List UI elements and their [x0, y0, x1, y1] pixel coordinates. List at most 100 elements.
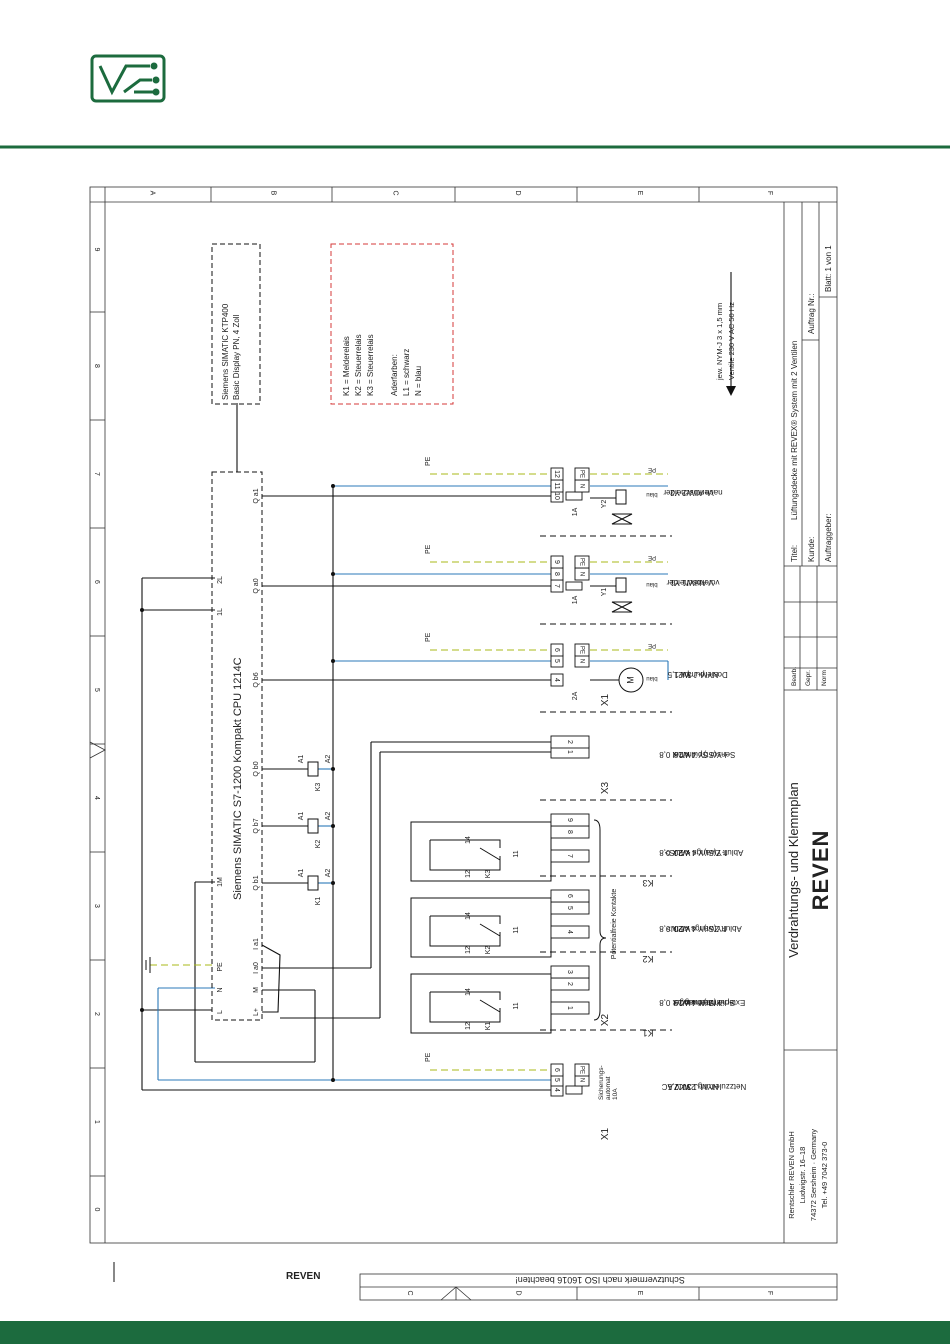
contact-14: 14 [465, 912, 472, 920]
column-label: A [149, 191, 156, 196]
cable-label: Ventil [694, 488, 714, 497]
company-line: Rentschler REVEN GmbH [787, 1131, 796, 1219]
strip-label-x2: X2 [600, 1013, 611, 1026]
plan-title: Verdrahtungs- und Klemmplan [786, 782, 801, 958]
valve1-terminal-number: 8 [553, 572, 560, 576]
pe-mark: PE [578, 470, 584, 478]
cpu-label: Siemens SIMATIC S7-1200 Kompakt CPU 1214… [232, 657, 244, 900]
k3-terminal-cell [550, 849, 590, 863]
pe-mark: PE [578, 646, 584, 654]
cpu-pin-Q_a0: Q a0 [253, 578, 260, 593]
fuse-icon [565, 491, 583, 501]
strip-label-x3: X3 [600, 781, 611, 794]
contact-relay: K3 [485, 870, 492, 879]
valve-y2-label: Y2 [601, 500, 608, 509]
column-label: F [766, 191, 773, 195]
contact-11: 11 [513, 850, 520, 857]
cable-label: NYM-J 3 x 1,5 [667, 670, 718, 679]
k2-terminal-cell [550, 925, 590, 939]
cable-label: W18 [673, 750, 690, 759]
cable-label: nach Abscheider [663, 488, 722, 497]
blau-label: blau [646, 675, 657, 681]
row-label: 2 [93, 1012, 100, 1016]
iso-note: Schutzvermerk nach ISO 16016 beachten! [515, 1275, 685, 1285]
n-mark: N [578, 484, 584, 488]
cpu-pin-I_a0: I a0 [253, 962, 260, 974]
contact-relay: K1 [485, 1022, 492, 1031]
motor-label: M [625, 676, 635, 684]
cable-label: Abluft Zwangs <AUS> [664, 848, 743, 857]
cable-label: Dosierpumpe [680, 670, 728, 679]
valve2-terminal-number: 12 [553, 470, 560, 478]
valve2-terminal-number: 10 [553, 492, 560, 500]
strip-label-x1: X1 [600, 693, 611, 706]
pe-label: PE [425, 456, 432, 466]
valve1-terminal-number: 7 [553, 584, 560, 588]
k2-terminal-number: 5 [566, 906, 573, 910]
cable-label: Netzzuleitung 230 V AC [662, 1082, 747, 1091]
auftragnr-label: Auftrag Nr.: [807, 294, 816, 334]
cable-label: Spülmittelmangel [673, 998, 735, 1007]
supply-fuse-label: Sicherungs- [598, 1065, 605, 1100]
pe-label: PE [425, 632, 432, 642]
pump-terminal-number: 5 [553, 659, 560, 663]
bottom-column-label: D [515, 1290, 522, 1295]
legend-box [330, 243, 454, 405]
motor-icon [590, 667, 644, 693]
legend-line: K1 = Melderelais [342, 336, 351, 396]
gepr-label: Gepr. [805, 670, 812, 686]
cable-tag: K2 [642, 954, 653, 964]
relay-name: K3 [315, 783, 322, 792]
cpu-pin-L_plus: L+ [253, 1008, 260, 1016]
valve-icon [590, 489, 633, 613]
valve1-fuse: 1A [572, 595, 579, 604]
column-label: E [636, 191, 643, 196]
cable-label: Sensor Spülmittel [672, 750, 735, 759]
cpu-pin-2L: 2L [217, 576, 224, 584]
relay-a2: A2 [325, 755, 332, 764]
blau-label: blau [646, 491, 657, 497]
title-block [783, 202, 837, 1243]
supply-terminal-number: 6 [553, 1068, 560, 1072]
supply-terminal-cell [550, 1063, 564, 1077]
cable-label: W20 [673, 848, 690, 857]
cpu-pin-Q_b7: Q b7 [253, 818, 260, 833]
k1-terminal-cell [550, 965, 590, 979]
cable-label: W17 [673, 1082, 690, 1091]
cable-label: W19 [673, 998, 690, 1007]
cpu-pin-Q_b1: Q b1 [253, 875, 260, 890]
blatt-label: Blatt: 1 von 1 [824, 245, 833, 292]
pump-terminal-cell [550, 673, 564, 687]
pe-wire-label: PE [648, 642, 656, 648]
pe-label: PE [425, 544, 432, 554]
pump-fuse: 2A [572, 691, 579, 700]
cpu-pin-L: L [217, 1010, 224, 1014]
contact-relay: K2 [485, 946, 492, 955]
cpu-pin-Q_b0: Q b0 [253, 761, 260, 776]
ground-icon [141, 957, 151, 973]
sensor-terminal-cell [550, 735, 590, 749]
cable-label: I-Y(St)Y 4 x 2 x 0,8 [659, 998, 727, 1007]
row-label: 8 [93, 364, 100, 368]
cable-label: I-Y(St)Y 4 x 2 x 0,8 [659, 750, 727, 759]
cpu-pin-N: N [217, 987, 224, 992]
bottom-column-label: F [766, 1291, 773, 1295]
kunde-label: Kunde: [807, 537, 816, 562]
supply-fuse-label: automat [605, 1076, 612, 1100]
k1-terminal-number: 2 [566, 982, 573, 986]
n-mark: N [578, 659, 584, 663]
contact-11: 11 [513, 1002, 520, 1009]
valve-note: Ventile 230 V AC 50 Hz [727, 302, 736, 380]
valve-note: jew. NYM-J 3 x 1,5 mm [715, 303, 724, 381]
cpu-pin-M: M [253, 987, 260, 993]
relay-a2: A2 [325, 869, 332, 878]
row-label: 3 [93, 904, 100, 908]
k3-terminal-number: 8 [566, 830, 573, 834]
npe-cell [574, 643, 590, 657]
valve1-terminal-number: 9 [553, 560, 560, 564]
supply-terminal-number: 4 [553, 1088, 560, 1092]
npe-cell [574, 467, 590, 481]
